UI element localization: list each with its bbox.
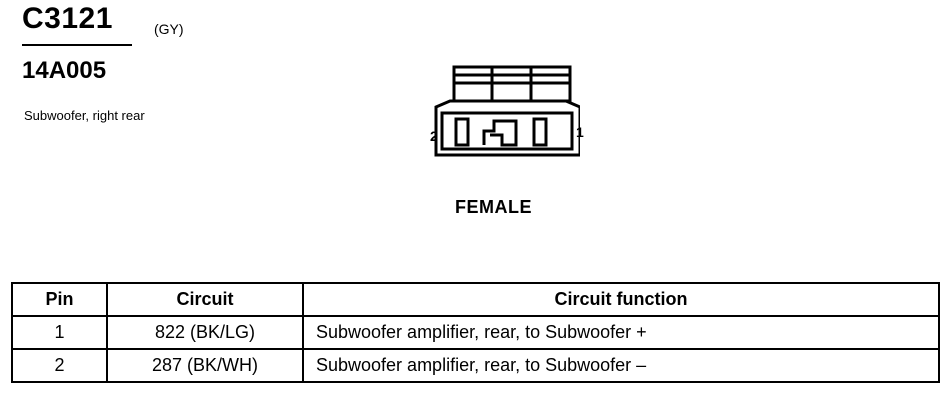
table-header-row: Pin Circuit Circuit function bbox=[11, 282, 940, 317]
part-number: 14A005 bbox=[22, 57, 107, 84]
cavity-center bbox=[482, 119, 518, 147]
connector-housing bbox=[434, 99, 580, 157]
connector-gender: FEMALE bbox=[455, 197, 532, 217]
function-cell: Subwoofer amplifier, rear, to Subwoofer … bbox=[302, 348, 940, 383]
cavity-right bbox=[532, 117, 548, 147]
header-pin: Pin bbox=[11, 282, 108, 317]
pin-label-2: 2 bbox=[430, 128, 438, 144]
pin-cell: 1 bbox=[11, 315, 108, 350]
pin-cavities bbox=[454, 117, 548, 147]
title-underline bbox=[22, 44, 132, 46]
color-code: (GY) bbox=[154, 21, 184, 37]
pin-label-1: 1 bbox=[576, 124, 584, 140]
header-circuit: Circuit bbox=[106, 282, 304, 317]
table-row: 1 822 (BK/LG) Subwoofer amplifier, rear,… bbox=[11, 315, 940, 350]
connector-face-diagram bbox=[434, 65, 580, 157]
pin-cell: 2 bbox=[11, 348, 108, 383]
circuit-cell: 822 (BK/LG) bbox=[106, 315, 304, 350]
connector-latch bbox=[452, 65, 572, 103]
circuit-cell: 287 (BK/WH) bbox=[106, 348, 304, 383]
header-function: Circuit function bbox=[302, 282, 940, 317]
table-row: 2 287 (BK/WH) Subwoofer amplifier, rear,… bbox=[11, 348, 940, 383]
connector-description: Subwoofer, right rear bbox=[24, 108, 145, 123]
pin-table: Pin Circuit Circuit function 1 822 (BK/L… bbox=[11, 282, 940, 383]
cavity-left bbox=[454, 117, 470, 147]
function-cell: Subwoofer amplifier, rear, to Subwoofer … bbox=[302, 315, 940, 350]
connector-id: C3121 bbox=[22, 2, 113, 35]
